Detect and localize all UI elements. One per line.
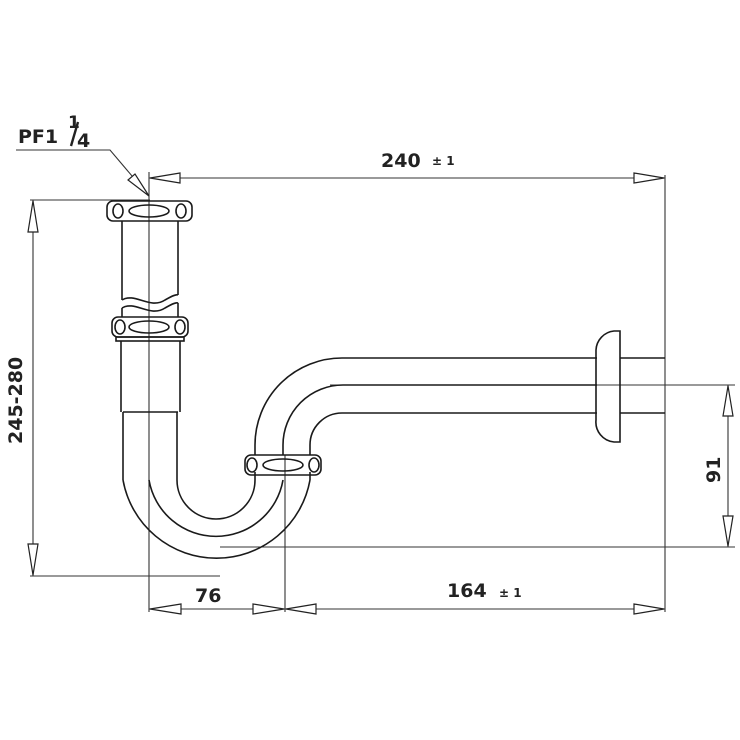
u-bend xyxy=(122,472,311,559)
horizontal-run-value: 164 xyxy=(447,580,487,602)
thread-label: PF1 xyxy=(18,126,58,148)
overall-length-value: 240 xyxy=(381,150,421,172)
drop-value: 91 xyxy=(703,457,725,483)
horizontal-run-tolerance: ± 1 xyxy=(499,586,522,600)
thread-fraction-den: 4 xyxy=(77,130,90,152)
labels: PF1 1 4 240 ± 1 245-280 76 164 ± 1 91 xyxy=(5,113,725,607)
thread-fraction-num: 1 xyxy=(68,113,80,133)
trap-offset-value: 76 xyxy=(195,585,221,607)
dimension-drop xyxy=(722,385,734,547)
dimension-bottom xyxy=(149,603,665,615)
thread-leader-arrow xyxy=(127,173,150,197)
overall-length-tolerance: ± 1 xyxy=(432,154,455,168)
dimension-overall-length xyxy=(149,172,665,184)
tailpiece xyxy=(106,200,193,480)
dimension-height xyxy=(27,200,39,576)
wall-arm xyxy=(254,330,665,455)
extension-lines xyxy=(16,149,735,612)
height-value: 245-280 xyxy=(5,357,27,444)
